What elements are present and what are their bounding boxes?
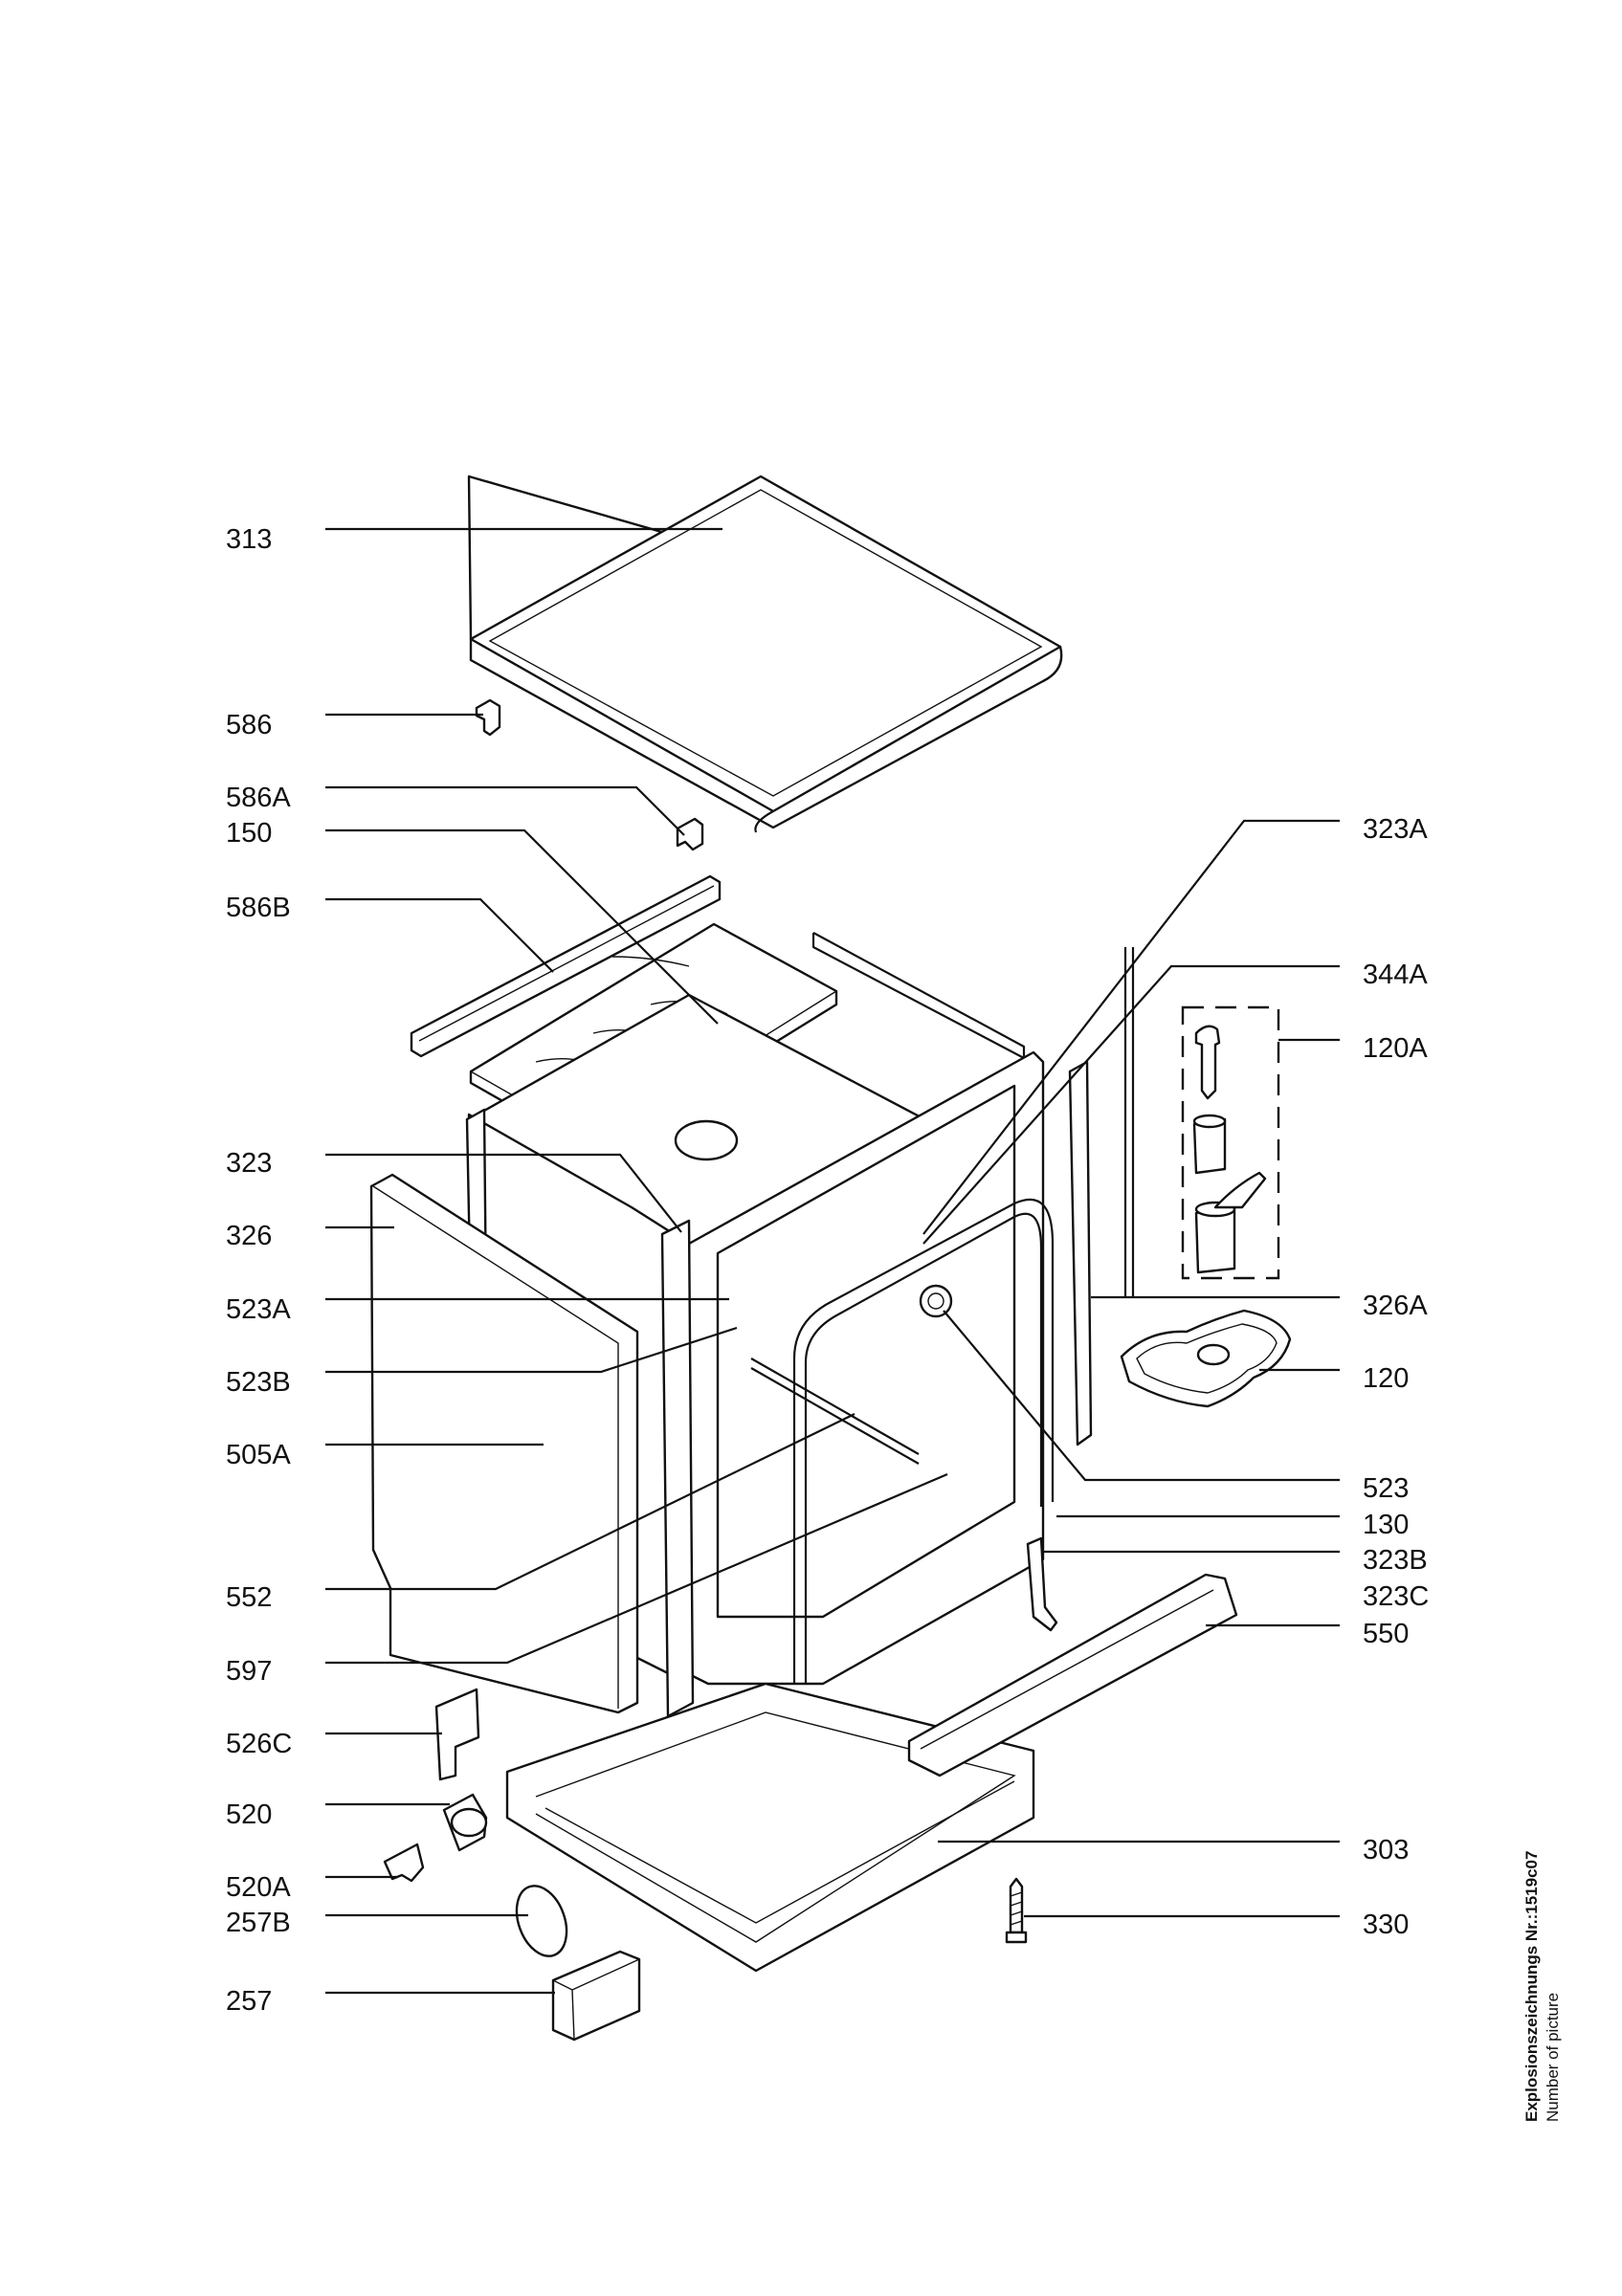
part-120-flat-filter (1120, 1309, 1292, 1408)
part-523-bushing (919, 1284, 953, 1318)
part-586B-rail (410, 874, 722, 1058)
label-130: 130 (1363, 1510, 1409, 1540)
label-586: 586 (226, 710, 272, 740)
part-303-base-frame (505, 1682, 1035, 1973)
label-586B: 586B (226, 893, 291, 923)
label-120A: 120A (1363, 1033, 1428, 1064)
part-520-foot (442, 1793, 488, 1852)
picture-number-title: Explosionszeichnungs Nr.:1519c07 (1522, 1850, 1541, 2122)
part-313-worktop (467, 475, 1063, 833)
label-150: 150 (226, 818, 272, 849)
label-520: 520 (226, 1799, 272, 1830)
label-323A: 323A (1363, 814, 1428, 845)
part-520A-clip (383, 1843, 425, 1883)
label-550: 550 (1363, 1619, 1409, 1649)
part-323B-hinge (1026, 1536, 1058, 1632)
label-257B: 257B (226, 1908, 291, 1938)
label-523A: 523A (226, 1294, 291, 1325)
label-326: 326 (226, 1221, 272, 1251)
part-586-bracket (475, 698, 501, 737)
label-505A: 505A (226, 1440, 291, 1470)
labels-left: 313 586 586A 150 586B 323 326 523A 523B … (226, 524, 292, 2017)
label-520A: 520A (226, 1872, 291, 1903)
label-523: 523 (1363, 1473, 1409, 1504)
label-552: 552 (226, 1582, 272, 1613)
part-550-front-rail (907, 1573, 1238, 1777)
part-257-cover (551, 1950, 641, 2042)
label-323B: 323B (1363, 1545, 1428, 1576)
label-303: 303 (1363, 1835, 1409, 1866)
part-330-screw (1005, 1877, 1028, 1944)
labels-right: 323A 344A 120A 326A 120 523 130 323B 323… (1363, 814, 1429, 1940)
label-526C: 526C (226, 1729, 292, 1759)
label-330: 330 (1363, 1910, 1409, 1940)
label-523B: 523B (226, 1367, 291, 1398)
part-257B-gasket (515, 1885, 568, 1957)
label-313: 313 (226, 524, 272, 555)
part-526C-bracket (434, 1688, 480, 1781)
picture-number-subtitle: Number of picture (1544, 1992, 1562, 2122)
label-323: 323 (226, 1148, 272, 1179)
label-323C: 323C (1363, 1581, 1429, 1612)
label-257: 257 (226, 1986, 272, 2017)
label-120: 120 (1363, 1363, 1409, 1394)
leader-lines (325, 527, 1340, 1995)
label-586A: 586A (226, 783, 291, 813)
label-344A: 344A (1363, 960, 1428, 990)
label-326A: 326A (1363, 1291, 1428, 1321)
part-586A-clip (676, 817, 704, 851)
part-120A-filter-set (1181, 1005, 1280, 1280)
label-597: 597 (226, 1656, 272, 1687)
picture-number-caption: Explosionszeichnungs Nr.:1519c07 Number … (1522, 1851, 1564, 2122)
